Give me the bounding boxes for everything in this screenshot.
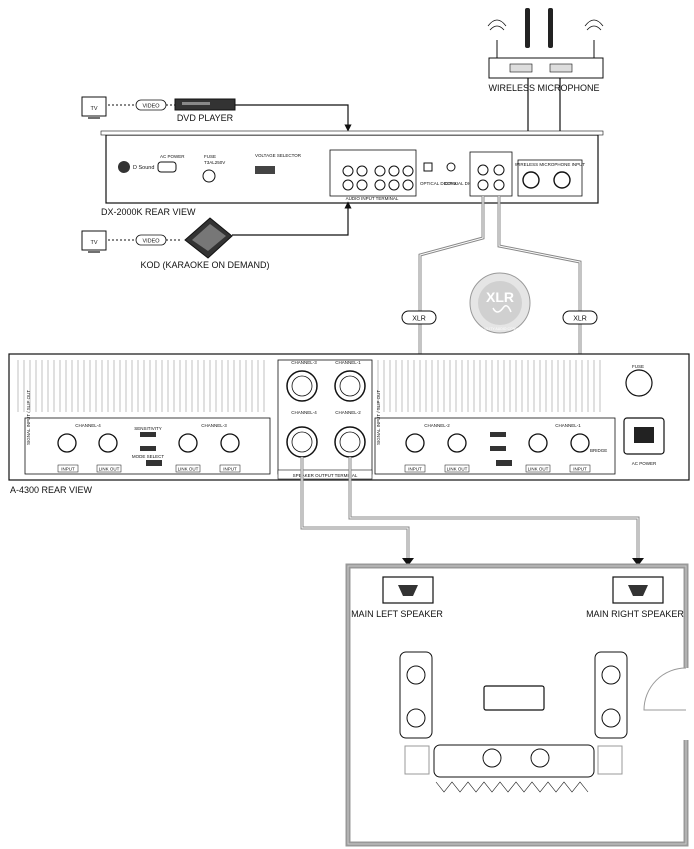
xlr-jack-icon: [447, 433, 467, 453]
left-speaker-icon: [382, 576, 434, 604]
person-icon: [601, 708, 621, 728]
microphone-icon: [525, 8, 530, 48]
tv-icon: [81, 96, 107, 117]
tv-icon: [81, 230, 107, 251]
amp-ac-power-label: AC POWER: [632, 461, 657, 466]
fuse-label: FUSE: [204, 154, 216, 159]
input-label: INPUT: [408, 467, 422, 472]
left-speaker-label: MAIN LEFT SPEAKER: [351, 609, 443, 619]
person-icon: [482, 748, 502, 768]
brand-logo-icon: [118, 161, 130, 173]
xlr-jack-icon: [405, 433, 425, 453]
xlr-jack-icon: [57, 433, 77, 453]
side-table: [597, 745, 623, 775]
coaxial-digital-label: COAXIAL DIGITAL: [444, 181, 482, 186]
xlr-pill-right: [562, 310, 598, 325]
wireless-microphone-label: WIRELESS MICROPHONE: [488, 83, 599, 93]
side-table: [404, 745, 430, 775]
dx2000k-unit: D Sound AC POWER FUSE T3AL250V VOLTAGE S…: [100, 130, 604, 217]
channel-2-label: CHANNEL-2: [424, 423, 450, 428]
voltage-selector-label: VOLTAGE SELECTOR: [255, 153, 302, 158]
person-icon: [601, 665, 621, 685]
link-out-label: LINK OUT: [178, 467, 199, 472]
person-icon: [530, 748, 550, 768]
microphone-icon: [548, 8, 553, 48]
xlr-pill-left: [401, 310, 437, 325]
channel-3-label: CHANNEL-3: [201, 423, 227, 428]
signal-input-label-left: SIGNAL INPUT / SLIP OUT: [26, 390, 31, 445]
speakon-ch1-label: CHANNEL-1: [335, 360, 361, 365]
speakon-ch2-label: CHANNEL-2: [335, 410, 361, 415]
bridge-label: BRIDGE: [590, 448, 607, 453]
fuse-icon: [202, 169, 216, 183]
xlr-label-right: XLR: [573, 316, 587, 323]
channel-1-label: CHANNEL-1: [555, 423, 581, 428]
dvd-player-label: DVD PLAYER: [177, 113, 234, 123]
xlr-jack-icon: [98, 433, 118, 453]
video-label: VIDEO: [142, 239, 160, 245]
cable-icon: [492, 305, 512, 313]
listening-room: MAIN LEFT SPEAKER MAIN RIGHT SPEAKER: [345, 563, 691, 847]
link-out-label: LINK OUT: [528, 467, 549, 472]
link-out-label: LINK OUT: [99, 467, 120, 472]
tv-label: TV: [90, 106, 97, 112]
fuse-holder-icon: [625, 369, 653, 397]
link-out-label: LINK OUT: [447, 467, 468, 472]
input-label: INPUT: [61, 467, 75, 472]
right-speaker-label: MAIN RIGHT SPEAKER: [586, 609, 684, 619]
xlr-jack-icon: [570, 433, 590, 453]
signal-input-label-right: SIGNAL INPUT / SLIP OUT: [376, 390, 381, 445]
xlr-badge-text: XLR: [486, 289, 514, 305]
a4300-unit: SIGNAL INPUT / SLIP OUT CHANNEL-4 CHANNE…: [8, 353, 690, 495]
audio-input-terminal-label: AUDIO INPUT TERMINAL: [346, 196, 399, 201]
coffee-table: [483, 685, 545, 711]
dx2000k-label: DX-2000K REAR VIEW: [101, 207, 196, 217]
xlr-jack-icon: [528, 433, 548, 453]
coaxial-port: [446, 162, 456, 172]
ac-socket-icon: [157, 161, 177, 173]
speakon-ch3-label: CHANNEL-3: [291, 360, 317, 365]
bottom-sofa: [433, 744, 595, 778]
mic-jack-icon: [522, 171, 540, 189]
a4300-label: A-4300 REAR VIEW: [10, 485, 93, 495]
xlr-jack-icon: [220, 433, 240, 453]
xlr-badge: XLR HIGH QUALITY AUDIO CONNECTOR: [469, 272, 531, 334]
antenna-icon: [584, 19, 604, 31]
fuse-rating: T3AL250V: [204, 160, 225, 165]
brand-label: D Sound: [133, 165, 154, 171]
optical-port: [423, 162, 433, 172]
input-label: INPUT: [223, 467, 237, 472]
sensitivity-label: SENSITIVITY: [134, 426, 162, 431]
antenna-icon: [487, 19, 507, 31]
channel-4-label: CHANNEL-4: [75, 423, 101, 428]
kod-label: KOD (KARAOKE ON DEMAND): [140, 260, 269, 270]
xlr-badge-ring-text: HIGH QUALITY AUDIO CONNECTOR: [470, 327, 530, 331]
speaker-output-terminal-label: SPEAKER OUTPUT TERMINAL: [293, 473, 358, 478]
wireless-microphone: WIRELESS MICROPHONE: [487, 8, 604, 93]
wireless-mic-input-label: WIRELESS MICROPHONE INPUT: [515, 162, 586, 167]
amp-fuse-label: FUSE: [632, 364, 644, 369]
optical-digital-label: OPTICAL DIGITAL: [420, 181, 458, 186]
kod-group: TV VIDEO KOD (KARAOKE ON DEMAND): [81, 217, 270, 270]
mic-jack-icon: [553, 171, 571, 189]
person-icon: [406, 708, 426, 728]
rca-jacks: [342, 165, 414, 191]
speakon-ch4-label: CHANNEL-4: [291, 410, 317, 415]
person-icon: [406, 665, 426, 685]
voltage-switch: [255, 166, 275, 174]
ac-power-label: AC POWER: [160, 154, 185, 159]
video-label: VIDEO: [142, 104, 160, 110]
input-label: INPUT: [573, 467, 587, 472]
xlr-label-left: XLR: [412, 316, 426, 323]
xlr-jack-icon: [178, 433, 198, 453]
mode-select-label: MODE SELECT: [132, 454, 165, 459]
dvd-player-group: TV VIDEO DVD PLAYER: [81, 96, 236, 123]
rug: [435, 781, 589, 793]
tv-label: TV: [90, 240, 97, 246]
